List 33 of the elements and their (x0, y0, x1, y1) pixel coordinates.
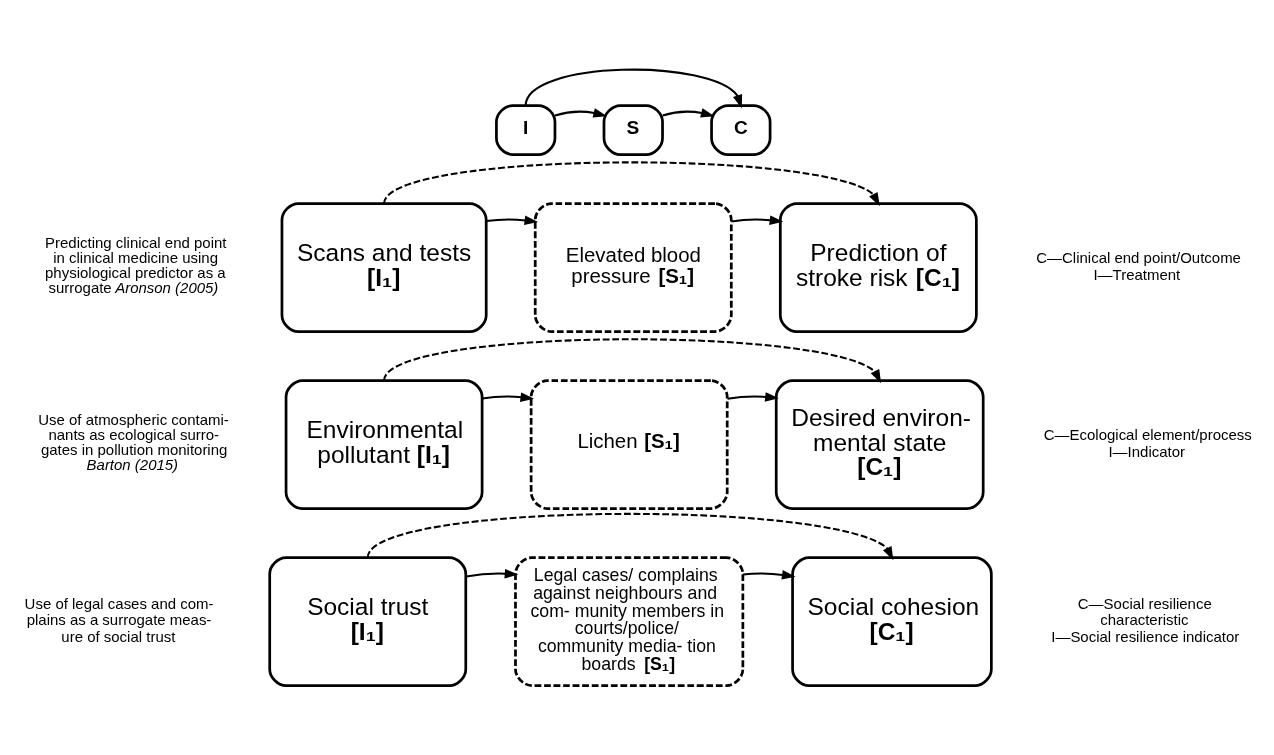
label: C—Social resilience characteristic (1077, 595, 1212, 629)
node-box: Legal cases/ complains against neighbours and com- munity members in courts/police/ community media- tion boards [S₁] (514, 556, 745, 687)
node-box: I (495, 104, 557, 156)
label: I—Social resilience indicator (1051, 627, 1240, 645)
arrow (727, 392, 779, 402)
label: C—Ecological element/process (1043, 426, 1252, 444)
arrow (554, 108, 607, 118)
node-box: C (710, 104, 772, 156)
arrow (366, 513, 894, 561)
node-box: Social trust [I₁] (268, 556, 468, 687)
arrow (731, 215, 784, 225)
label: I—Indicator (1108, 442, 1185, 460)
node-box: S (602, 104, 664, 156)
arrow (466, 568, 519, 579)
label: C—Clinical end point/Outcome (1036, 249, 1241, 267)
arrow (383, 161, 880, 207)
label: Use of atmospheric contami- nants as ecological surro- gates in pollution monitoring Barton (2015) (38, 411, 229, 474)
node-box: Desired environ- mental state [C₁] (774, 379, 985, 510)
arrow (524, 68, 743, 109)
label: I—Treatment (1093, 265, 1181, 283)
node-box: Scans and tests [I₁] (280, 202, 488, 333)
arrow (486, 215, 539, 226)
node-box: Environmental pollutant [I₁] (284, 379, 484, 510)
label: Predicting clinical end point in clinical medicine using physiological predictor as a surrogate Aronson (2005) (45, 234, 227, 297)
label: Use of legal cases and com- plains as a surrogate meas- ure of social trust (24, 595, 214, 645)
arrow (482, 392, 535, 402)
arrow (662, 108, 715, 118)
arrow (743, 570, 796, 580)
node-box: Elevated blood pressure [S₁] (533, 202, 733, 333)
node-box: Social cohesion [C₁] (791, 556, 993, 687)
arrow (383, 338, 882, 384)
node-box: Lichen [S₁] (529, 379, 729, 510)
node-box: Prediction of stroke risk [C₁] (778, 202, 978, 333)
